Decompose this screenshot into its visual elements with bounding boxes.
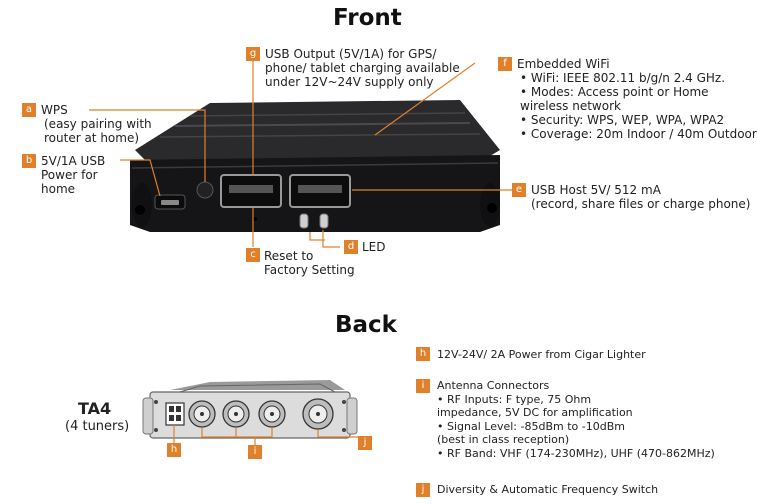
callout-b-line: home: [41, 182, 76, 196]
callout-a-line: WPS: [41, 103, 68, 117]
callout-f-line: Embedded WiFi: [517, 57, 610, 71]
model-name: TA4: [78, 399, 112, 418]
callout-c-line: Reset to: [264, 249, 314, 263]
legend-h-text: 12V-24V/ 2A Power from Cigar Lighter: [437, 348, 646, 362]
legend-i-line: • Signal Level: -85dBm to -10dBm: [437, 419, 625, 433]
callout-f-line: • Coverage: 20m Indoor / 40m Outdoor: [520, 127, 757, 141]
front-device-image: [130, 100, 500, 232]
callout-d-text: LED: [362, 240, 386, 254]
legend-i-line: • RF Inputs: F type, 75 Ohm: [437, 392, 592, 406]
callout-a-text: WPS (easy pairing with router at home): [41, 103, 152, 145]
callout-b-badge: b: [22, 154, 36, 168]
callout-g-line: USB Output (5V/1A) for GPS/: [265, 47, 437, 61]
callout-g-line: phone/ tablet charging available: [265, 61, 460, 75]
legend-i-line: (best in class reception): [437, 433, 570, 446]
callout-f-line: • Security: WPS, WEP, WPA, WPA2: [520, 113, 725, 127]
legend-i-line: Antenna Connectors: [437, 379, 550, 392]
legend-i-text: Antenna Connectors • RF Inputs: F type, …: [437, 379, 715, 460]
legend-i-line: impedance, 5V DC for amplification: [437, 406, 633, 419]
back-title: Back: [335, 312, 397, 338]
callout-d-badge: d: [344, 240, 358, 254]
callout-b-text: 5V/1A USB Power for home: [41, 154, 105, 196]
tuner-count: (4 tuners): [65, 419, 130, 434]
callout-e-line: USB Host 5V/ 512 mA: [531, 183, 661, 197]
callout-c-text: Reset to Factory Setting: [264, 249, 355, 277]
callout-f-line: • Modes: Access point or Home: [520, 85, 709, 99]
callout-a-line: (easy pairing with: [44, 117, 152, 131]
callout-g-text: USB Output (5V/1A) for GPS/ phone/ table…: [265, 47, 460, 89]
callout-a-line: router at home): [44, 131, 140, 145]
callout-c-line: Factory Setting: [264, 263, 355, 277]
back-i-badge: i: [248, 445, 262, 459]
back-callout-lines: [173, 425, 360, 447]
callout-a-badge: a: [22, 103, 36, 117]
back-h-badge: h: [167, 443, 181, 457]
front-callout-lines: [89, 54, 512, 248]
legend-h-badge: h: [416, 347, 430, 361]
legend-j-badge: j: [416, 483, 430, 497]
callout-e-line: (record, share files or charge phone): [531, 197, 751, 211]
legend-i-badge: i: [416, 379, 430, 393]
callout-f-line: • WiFi: IEEE 802.11 b/g/n 2.4 GHz.: [520, 71, 726, 85]
callout-f-line: wireless network: [520, 99, 621, 113]
callout-e-text: USB Host 5V/ 512 mA (record, share files…: [531, 183, 750, 211]
back-device-image: [142, 380, 358, 439]
front-title: Front: [333, 5, 402, 31]
callout-g-badge: g: [246, 47, 260, 61]
legend-j-text: Diversity & Automatic Frequency Switch: [437, 483, 658, 497]
legend-j-line: Diversity & Automatic Frequency Switch: [437, 483, 659, 496]
callout-g-line: under 12V~24V supply only: [265, 75, 434, 89]
callout-e-badge: e: [512, 183, 526, 197]
callout-c-badge: c: [246, 248, 260, 262]
legend-h-line: 12V-24V/ 2A Power from Cigar Lighter: [437, 348, 646, 361]
callout-f-text: Embedded WiFi • WiFi: IEEE 802.11 b/g/n …: [517, 57, 757, 141]
callout-b-line: 5V/1A USB: [41, 154, 106, 168]
callout-b-line: Power for: [41, 168, 98, 182]
legend-i-line: • RF Band: VHF (174-230MHz), UHF (470-86…: [437, 446, 715, 460]
back-j-badge: j: [358, 436, 372, 450]
callout-d-line: LED: [362, 240, 386, 254]
callout-f-badge: f: [498, 57, 512, 71]
